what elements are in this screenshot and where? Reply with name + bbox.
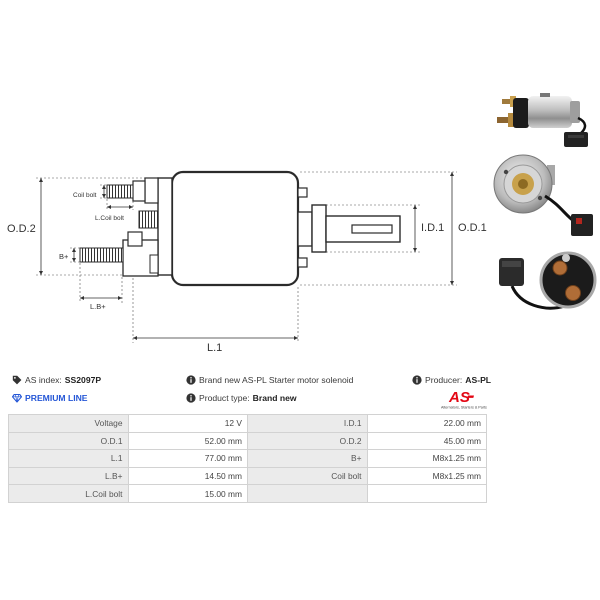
solenoid-outline [79, 170, 401, 287]
coil-bolt-label: Coil bolt [73, 192, 97, 199]
spec-value: 77.00 mm [127, 449, 248, 468]
product-description: Brand new AS-PL Starter motor solenoid [186, 375, 353, 385]
table-row: L.1 77.00 mm B+ M8x1.25 mm [8, 449, 487, 468]
as-pl-logo: AS Alternators, Starters & Parts [441, 389, 487, 410]
body-tab-bottom [297, 257, 308, 268]
od2-label: O.D.2 [7, 223, 36, 235]
table-row: L.Coil bolt 15.00 mm [8, 484, 487, 503]
dimension-lines [39, 172, 454, 340]
spec-value: 12 V [127, 414, 248, 433]
l1-label: L.1 [207, 342, 222, 354]
info-icon [186, 375, 196, 385]
product-type: Product type: Brand new [186, 393, 297, 403]
coil-bolt-thread [106, 184, 134, 199]
table-row: Voltage 12 V I.D.1 22.00 mm [8, 414, 487, 433]
spec-value: 22.00 mm [366, 414, 487, 433]
logo-dash [467, 395, 474, 398]
spec-label: L.B+ [8, 466, 129, 486]
producer: Producer: AS-PL [412, 375, 491, 385]
spec-label: L.1 [8, 449, 129, 468]
solenoid-body [170, 170, 300, 287]
id1-label: I.D.1 [421, 222, 444, 234]
cap-clip [149, 254, 159, 274]
spec-label: I.D.1 [247, 414, 368, 433]
spec-value: 14.50 mm [127, 466, 248, 486]
info-icon [412, 375, 422, 385]
l-coil-bolt-label: L.Coil bolt [95, 215, 124, 222]
spec-label: L.Coil bolt [8, 484, 129, 503]
table-row: L.B+ 14.50 mm Coil bolt M8x1.25 mm [8, 466, 487, 486]
table-row: O.D.1 52.00 mm O.D.2 45.00 mm [8, 431, 487, 451]
coil-terminal-nut [132, 180, 146, 202]
spec-value: 45.00 mm [366, 431, 487, 451]
spec-label-empty [247, 484, 368, 503]
product-photo-side-view [497, 93, 588, 147]
spec-value: 52.00 mm [127, 431, 248, 451]
spec-value: M8x1.25 mm [366, 449, 487, 468]
tag-icon [12, 375, 22, 385]
info-icon [186, 393, 196, 403]
spec-label: Voltage [8, 414, 129, 433]
as-index-value: SS2097P [64, 375, 102, 385]
premium-line: PREMIUM LINE [12, 393, 88, 403]
product-photos [493, 93, 597, 310]
product-type-value: Brand new [252, 393, 297, 403]
plunger-neck [297, 211, 313, 247]
od1-label: O.D.1 [458, 222, 487, 234]
technical-drawing: O.D.2 O.D.1 I.D.1 L.1 B+ L.B+ Coil bolt … [7, 170, 487, 354]
bplus-label: B+ [59, 252, 69, 261]
logo-tagline: Alternators, Starters & Parts [441, 406, 487, 410]
plunger-slot [351, 224, 393, 234]
spec-value: M8x1.25 mm [366, 466, 487, 486]
plunger-flange [311, 204, 327, 253]
middle-threaded-nut [138, 210, 159, 229]
coil-terminal-block [144, 177, 159, 204]
product-type-label: Product type: [199, 393, 250, 403]
description-text: Brand new AS-PL Starter motor solenoid [199, 375, 354, 385]
premium-line-label: PREMIUM LINE [25, 393, 88, 403]
spec-value: 15.00 mm [127, 484, 248, 503]
body-tab-top [297, 187, 308, 198]
product-photo-terminal-view [499, 251, 597, 310]
b-plus-bolt-thread [79, 247, 124, 263]
spec-label: O.D.2 [247, 431, 368, 451]
logo-text: AS [448, 389, 470, 406]
as-index: AS index: SS2097P [12, 375, 101, 385]
spec-label: Coil bolt [247, 466, 368, 486]
spec-label: B+ [247, 449, 368, 468]
diamond-icon [12, 393, 22, 403]
spec-value-empty [366, 484, 487, 503]
specs-table: Voltage 12 V I.D.1 22.00 mm O.D.1 52.00 … [8, 414, 487, 503]
end-cap [157, 177, 173, 276]
as-index-label: AS index: [25, 375, 62, 385]
lbplus-label: L.B+ [90, 302, 106, 311]
producer-value: AS-PL [465, 375, 492, 385]
b-plus-nut [127, 231, 143, 247]
spec-label: O.D.1 [8, 431, 129, 451]
producer-label: Producer: [425, 375, 463, 385]
product-photo-end-view [493, 154, 593, 236]
